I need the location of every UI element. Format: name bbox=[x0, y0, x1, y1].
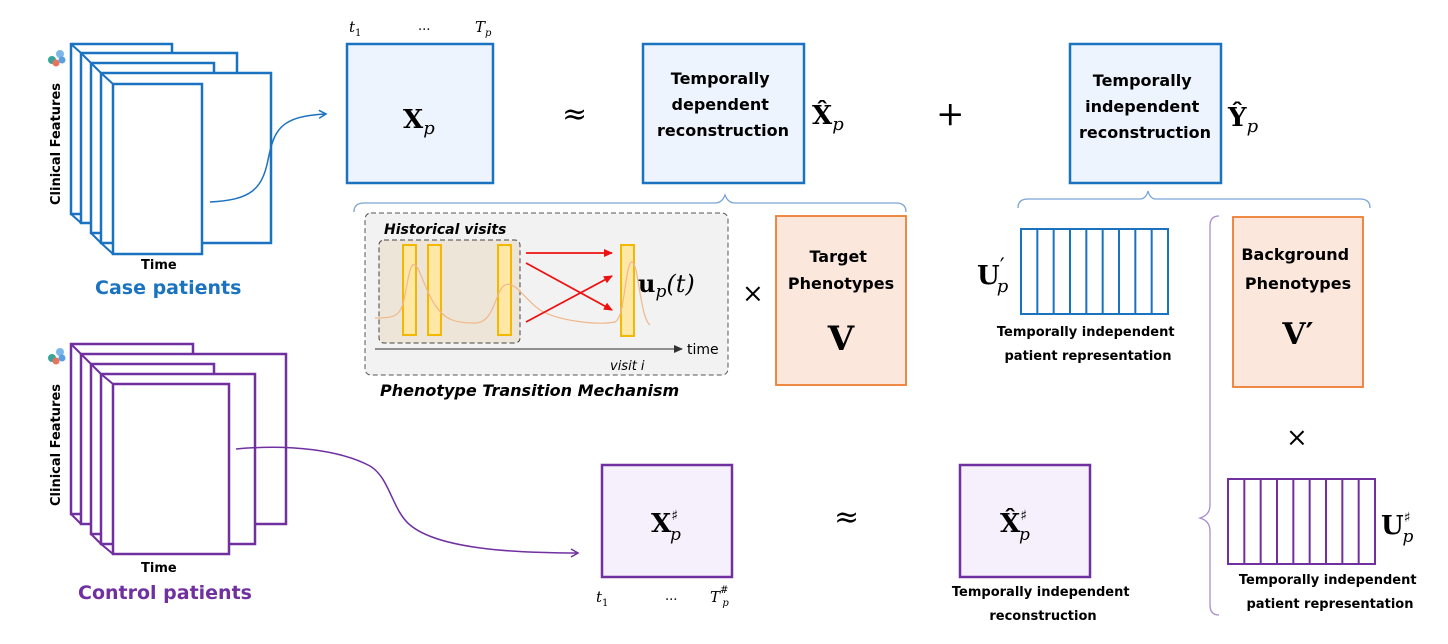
times-symbol-target: × bbox=[742, 279, 764, 309]
y-hat-symbol: Ŷp bbox=[1227, 101, 1259, 137]
control-patients-title: Control patients bbox=[78, 582, 252, 604]
u-sharp-caption-line1: Temporally independent bbox=[1239, 573, 1417, 588]
phenotype-curve bbox=[374, 261, 651, 326]
x-hat-sharp-symbol: X̂♯p bbox=[1000, 508, 1030, 545]
background-phenotypes-group: Background Phenotypes V′ bbox=[1232, 216, 1364, 388]
time-axis-label: time bbox=[687, 342, 719, 358]
target-phenotypes-box bbox=[775, 215, 907, 386]
transition-arrow-3 bbox=[525, 275, 613, 323]
background-phenotypes-box bbox=[1232, 216, 1364, 388]
case-time-label: Time bbox=[141, 258, 177, 273]
x-hat-sharp-caption-line2: reconstruction bbox=[989, 609, 1096, 624]
x-sharp-time-end: T#p bbox=[710, 585, 729, 609]
visit-bar-3 bbox=[497, 244, 512, 336]
x-sharp-group: X♯p t1 ... T#p bbox=[596, 463, 734, 609]
case-frame-5 bbox=[111, 82, 204, 256]
v-prime-symbol: V′ bbox=[1281, 317, 1313, 352]
medical-data-icon bbox=[48, 348, 66, 365]
independent-line1: Temporally bbox=[1093, 71, 1192, 90]
x-sharp-symbol: X♯p bbox=[651, 508, 681, 545]
u-sharp-outline bbox=[1227, 478, 1376, 565]
control-patients-stack: Clinical Features Time Control patients bbox=[48, 342, 580, 604]
x-matrix-symbol: Xp bbox=[403, 105, 435, 139]
dependent-reconstruction-box bbox=[641, 42, 806, 185]
dependent-line2: dependent bbox=[672, 95, 770, 114]
svg-text:Background Phenotypes: Background Phenotypes bbox=[1241, 245, 1354, 293]
x-hat-sharp-caption-line1: Temporally independent bbox=[952, 585, 1130, 600]
x-matrix-group: t1 ... Tp Xp bbox=[345, 18, 495, 185]
control-clinical-features-label: Clinical Features bbox=[49, 384, 64, 506]
independent-line2: independent bbox=[1085, 97, 1200, 116]
background-line1: Background bbox=[1241, 245, 1349, 264]
medical-data-icon bbox=[48, 50, 66, 67]
independent-line3: reconstruction bbox=[1079, 123, 1211, 142]
svg-text:Temporally independent p: Temporally independent patient represent… bbox=[997, 325, 1179, 364]
x-time-dots: ... bbox=[418, 19, 430, 34]
visit-bar-current bbox=[620, 244, 635, 337]
target-line1: Target bbox=[809, 247, 867, 266]
x-hat-sharp-group: X̂♯p Temporally independent reconstructi… bbox=[952, 463, 1134, 624]
x-hat-symbol: X̂p bbox=[812, 100, 844, 135]
target-phenotypes-group: Target Phenotypes V bbox=[775, 215, 907, 386]
u-sharp-group: U♯p Temporally independent patient repre… bbox=[1227, 478, 1421, 612]
svg-text:Target Phenotypes: Target Phenotypes bbox=[788, 247, 894, 293]
u-prime-symbol: U′p bbox=[977, 255, 1009, 297]
historical-visits-label: Historical visits bbox=[384, 222, 506, 238]
independent-brace bbox=[1017, 190, 1371, 209]
x-matrix-box bbox=[345, 42, 495, 185]
visit-i-label: visit i bbox=[610, 359, 645, 374]
top-approx-symbol: ≈ bbox=[562, 97, 587, 132]
x-time-end: Tp bbox=[475, 18, 492, 39]
x-sharp-time-start: t1 bbox=[596, 588, 608, 609]
transition-caption: Phenotype Transition Mechanism bbox=[380, 381, 679, 400]
dependent-reconstruction-group: Temporally dependent reconstruction X̂p bbox=[641, 42, 844, 185]
u-sharp-caption-line2: patient representation bbox=[1247, 597, 1414, 612]
u-prime-caption-line2: patient representation bbox=[1005, 349, 1172, 364]
v-symbol: V bbox=[827, 319, 855, 359]
case-to-x-arrow bbox=[209, 109, 328, 203]
control-time-label: Time bbox=[141, 561, 177, 576]
visit-bar-2 bbox=[427, 244, 442, 336]
control-to-xsharp-arrow bbox=[235, 446, 580, 558]
background-line2: Phenotypes bbox=[1245, 274, 1351, 293]
x-time-start: t1 bbox=[349, 18, 361, 39]
phenotype-transition-panel: Historical visits time visit i up(t) Phe… bbox=[364, 212, 729, 400]
svg-text:Temporally independent: Temporally independent reconstruction bbox=[1079, 71, 1211, 142]
dependent-line3: reconstruction bbox=[657, 121, 789, 140]
times-symbol-background: × bbox=[1286, 423, 1308, 453]
control-frame-5 bbox=[111, 382, 231, 556]
dependent-brace bbox=[353, 193, 907, 213]
case-patients-title: Case patients bbox=[95, 277, 241, 299]
svg-text:Temporally independent p: Temporally independent patient represent… bbox=[1239, 573, 1421, 612]
target-line2: Phenotypes bbox=[788, 274, 894, 293]
u-prime-caption-line1: Temporally independent bbox=[997, 325, 1175, 340]
u-prime-group: U′p Temporally independent patient repre… bbox=[977, 228, 1179, 364]
u-sharp-grid bbox=[1227, 478, 1376, 565]
transition-arrow-2 bbox=[525, 262, 613, 311]
independent-reconstruction-box bbox=[1068, 42, 1223, 185]
x-sharp-time-dots: ... bbox=[665, 589, 677, 604]
x-sharp-box bbox=[600, 463, 734, 579]
u-prime-outline bbox=[1020, 228, 1169, 315]
visit-bar-1 bbox=[402, 244, 417, 336]
svg-text:Temporally dependent: Temporally dependent reconstruction bbox=[657, 69, 789, 140]
background-brace bbox=[1197, 215, 1220, 616]
svg-text:Temporally independent r: Temporally independent reconstruction bbox=[952, 585, 1134, 624]
x-hat-sharp-box bbox=[958, 463, 1092, 579]
case-clinical-features-label: Clinical Features bbox=[49, 83, 64, 205]
u-prime-grid bbox=[1020, 228, 1169, 315]
independent-reconstruction-group: Temporally independent reconstruction Ŷp bbox=[1068, 42, 1259, 185]
dependent-line1: Temporally bbox=[671, 69, 770, 88]
case-patients-stack: Clinical Features Time Case patients bbox=[48, 42, 328, 299]
plus-symbol: + bbox=[936, 94, 965, 134]
u-p-t-symbol: up(t) bbox=[638, 269, 695, 302]
u-sharp-symbol: U♯p bbox=[1381, 510, 1413, 547]
bottom-approx-symbol: ≈ bbox=[834, 500, 859, 535]
